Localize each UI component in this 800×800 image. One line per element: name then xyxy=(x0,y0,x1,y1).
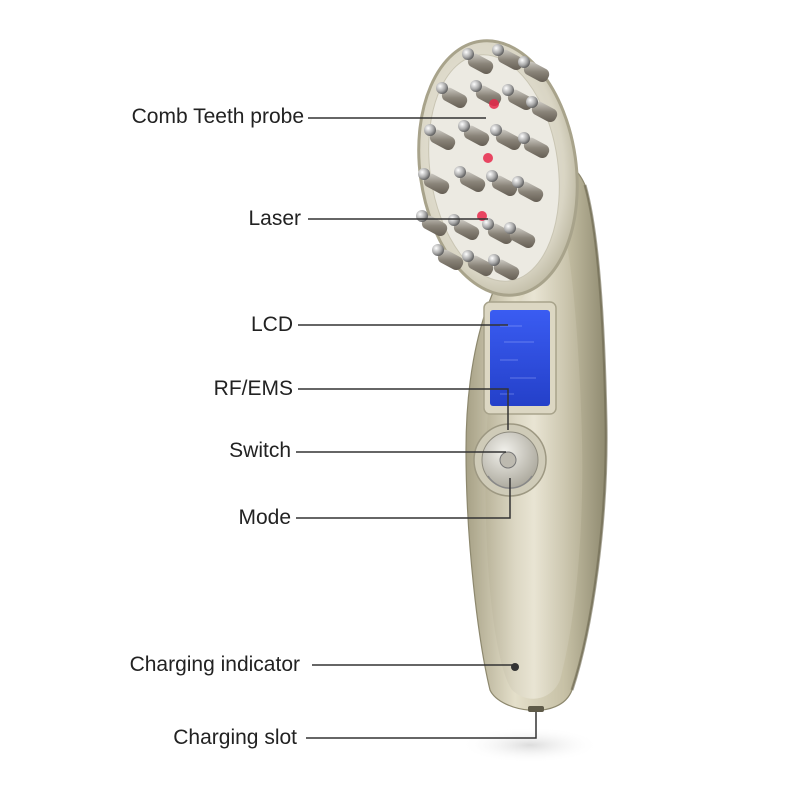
comb-tooth xyxy=(493,259,520,281)
label-comb-teeth-probe: Comb Teeth probe xyxy=(131,105,304,128)
comb-tooth xyxy=(523,61,550,83)
label-rf-ems: RF/EMS xyxy=(213,377,293,400)
comb-tooth-tip xyxy=(432,244,444,256)
comb-tooth-tip xyxy=(436,82,448,94)
label-charging-indicator: Charging indicator xyxy=(129,653,300,676)
comb-tooth-tip xyxy=(416,210,428,222)
comb-tooth-tip xyxy=(526,96,538,108)
floor-shadow xyxy=(460,727,600,763)
comb-tooth xyxy=(531,101,558,123)
comb-tooth-tip xyxy=(504,222,516,234)
comb-tooth xyxy=(463,125,490,147)
comb-tooth-tip xyxy=(502,84,514,96)
charging-slot-port xyxy=(528,706,544,712)
comb-tooth-tip xyxy=(486,170,498,182)
device-handle-rim xyxy=(570,184,608,691)
comb-tooth xyxy=(517,181,544,203)
comb-tooth-tip xyxy=(488,254,500,266)
comb-tooth xyxy=(437,249,464,271)
label-switch: Switch xyxy=(229,439,291,462)
comb-tooth xyxy=(421,215,448,237)
comb-tooth-tip xyxy=(482,218,494,230)
comb-tooth-tip xyxy=(518,132,530,144)
label-lcd: LCD xyxy=(250,313,293,336)
comb-tooth-tip xyxy=(462,48,474,60)
lcd-segments xyxy=(500,325,536,395)
comb-tooth-tip xyxy=(490,124,502,136)
comb-tooth xyxy=(429,129,456,151)
lcd-screen xyxy=(490,310,550,406)
comb-tooth xyxy=(497,49,524,71)
leader-line-mode xyxy=(296,478,511,519)
label-mode: Mode xyxy=(238,506,291,529)
comb-tooth-tip xyxy=(448,214,460,226)
switch-button[interactable] xyxy=(499,451,517,469)
comb-tooth xyxy=(441,87,468,109)
comb-tooth xyxy=(487,223,514,245)
comb-tooth-tip xyxy=(512,176,524,188)
laser-point xyxy=(483,153,493,163)
comb-tooth xyxy=(495,129,522,151)
comb-tooth-tip xyxy=(418,168,430,180)
label-charging-slot: Charging slot xyxy=(173,726,297,749)
comb-tooth-tip xyxy=(454,166,466,178)
charging-indicator-light xyxy=(511,663,519,671)
comb-tooth-tip xyxy=(518,56,530,68)
comb-tooth xyxy=(453,219,480,241)
comb-tooth xyxy=(491,175,518,197)
label-laser: Laser xyxy=(248,207,301,230)
laser-point xyxy=(489,99,499,109)
comb-tooth xyxy=(423,173,450,195)
comb-tooth xyxy=(467,53,494,75)
leader-lines xyxy=(296,117,537,739)
comb-tooth-tip xyxy=(424,124,436,136)
leader-line-rfems xyxy=(298,388,509,430)
comb-tooth-tip xyxy=(462,250,474,262)
comb-tooth-tip xyxy=(492,44,504,56)
comb-tooth xyxy=(509,227,536,249)
comb-tooth xyxy=(467,255,494,277)
leader-line-charging-slot xyxy=(306,712,537,739)
comb-tooth xyxy=(523,137,550,159)
comb-tooth xyxy=(459,171,486,193)
comb-tooth-tip xyxy=(470,80,482,92)
comb-tooth-tip xyxy=(458,120,470,132)
